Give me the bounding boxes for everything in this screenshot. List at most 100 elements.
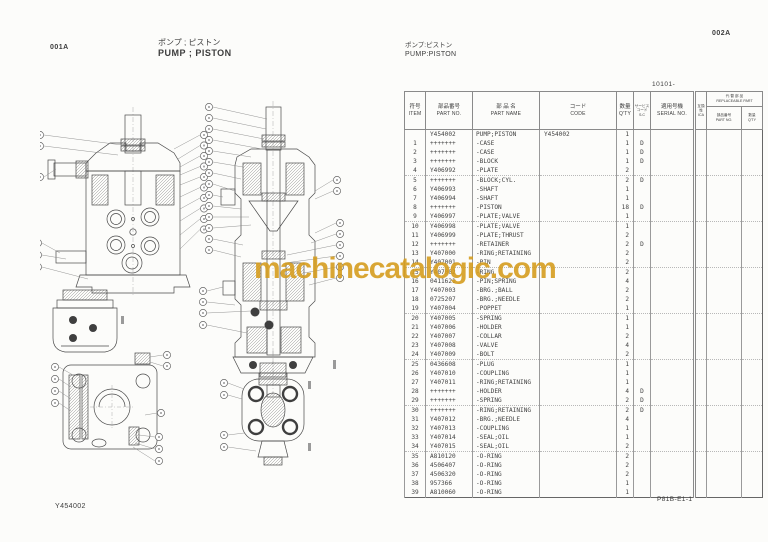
cell-item: 24 (404, 350, 426, 360)
cell-repl-qty (741, 231, 763, 240)
cell-repl-part-no (706, 166, 742, 176)
cell-repl-part-no (706, 451, 742, 461)
cell-item: 18 (404, 295, 426, 304)
cell-part-no: 0725207 (425, 295, 473, 304)
cell-item: 33 (404, 433, 426, 442)
cell-code (539, 433, 617, 442)
page-title-en: PUMP ; PISTON (158, 48, 232, 58)
cell-qty: 2 (616, 258, 634, 268)
cell-sc (633, 194, 651, 203)
cell-part-name: -CASE (472, 148, 540, 157)
cell-sc (633, 212, 651, 222)
cell-qty: 1 (616, 304, 634, 314)
cell-item: 13 (404, 249, 426, 258)
cell-repl-qty (741, 332, 763, 341)
cell-repl-qty (741, 157, 763, 166)
cell-part-name: -COLLAR (472, 332, 540, 341)
cell-code (539, 194, 617, 203)
cell-item: 39 (404, 488, 426, 498)
cell-part-no: +++++++ (425, 240, 473, 249)
cell-sc: D (633, 203, 651, 212)
cell-part-no: Y406997 (425, 212, 473, 222)
cell-code (539, 185, 617, 194)
cell-part-no: +++++++ (425, 175, 473, 185)
cell-qty: 4 (616, 415, 634, 424)
cell-qty: 2 (616, 231, 634, 240)
cell-code (539, 166, 617, 176)
cell-part-name: -BRG.;NEEDLE (472, 295, 540, 304)
cell-serial (650, 332, 695, 341)
parts-diagram (40, 101, 345, 466)
cell-item: 36 (404, 461, 426, 470)
cell-serial (650, 267, 695, 277)
cell-repl-part-no (706, 433, 742, 442)
cell-part-name: -SHAFT (472, 185, 540, 194)
cell-serial (650, 295, 695, 304)
cell-sc (633, 267, 651, 277)
cell-qty: 4 (616, 387, 634, 396)
cell-ica (693, 148, 707, 157)
cell-item: 6 (404, 185, 426, 194)
cell-code (539, 139, 617, 148)
cell-sc (633, 277, 651, 286)
cell-code (539, 313, 617, 323)
cell-serial (650, 396, 695, 406)
cell-qty: 2 (616, 267, 634, 277)
cell-code (539, 212, 617, 222)
cell-repl-part-no (706, 148, 742, 157)
cell-part-no: Y406994 (425, 194, 473, 203)
cell-serial (650, 378, 695, 387)
cell-ica (693, 332, 707, 341)
cell-item: 31 (404, 415, 426, 424)
cell-code (539, 470, 617, 479)
cell-serial (650, 442, 695, 452)
cell-repl-part-no (706, 277, 742, 286)
diagram-view-end-flange (219, 349, 311, 466)
cell-code (539, 405, 617, 415)
cell-sc (633, 479, 651, 488)
cell-ica (693, 194, 707, 203)
cell-code (539, 341, 617, 350)
cell-code (539, 221, 617, 231)
cell-sc (633, 433, 651, 442)
cell-qty: 2 (616, 295, 634, 304)
cell-part-name: -VALVE (472, 341, 540, 350)
cell-qty: 2 (616, 396, 634, 406)
cell-qty: 1 (616, 148, 634, 157)
cell-item: 11 (404, 231, 426, 240)
cell-code (539, 148, 617, 157)
cell-serial (650, 277, 695, 286)
cell-part-no: Y407012 (425, 415, 473, 424)
cell-repl-qty (741, 240, 763, 249)
cell-part-no: Y406999 (425, 231, 473, 240)
cell-repl-qty (741, 194, 763, 203)
figure-number: Y454002 (55, 503, 86, 510)
cell-part-name: -POPPET (472, 304, 540, 314)
cell-item: 10 (404, 221, 426, 231)
cell-item: 37 (404, 470, 426, 479)
cell-repl-qty (741, 286, 763, 295)
cell-qty: 2 (616, 442, 634, 452)
cell-repl-qty (741, 313, 763, 323)
cell-part-name: -SPRING (472, 396, 540, 406)
cell-repl-qty (741, 442, 763, 452)
cell-serial (650, 212, 695, 222)
cell-serial (650, 258, 695, 268)
cell-qty: 18 (616, 203, 634, 212)
cell-qty: 1 (616, 221, 634, 231)
cell-part-name: -O-RING (472, 461, 540, 470)
page-subtitle: ポンプ:ピストン PUMP:PISTON (405, 41, 456, 59)
cell-ica (693, 258, 707, 268)
cell-part-no: Y407007 (425, 332, 473, 341)
cell-sc (633, 249, 651, 258)
cell-repl-qty (741, 129, 763, 139)
cell-repl-qty (741, 139, 763, 148)
